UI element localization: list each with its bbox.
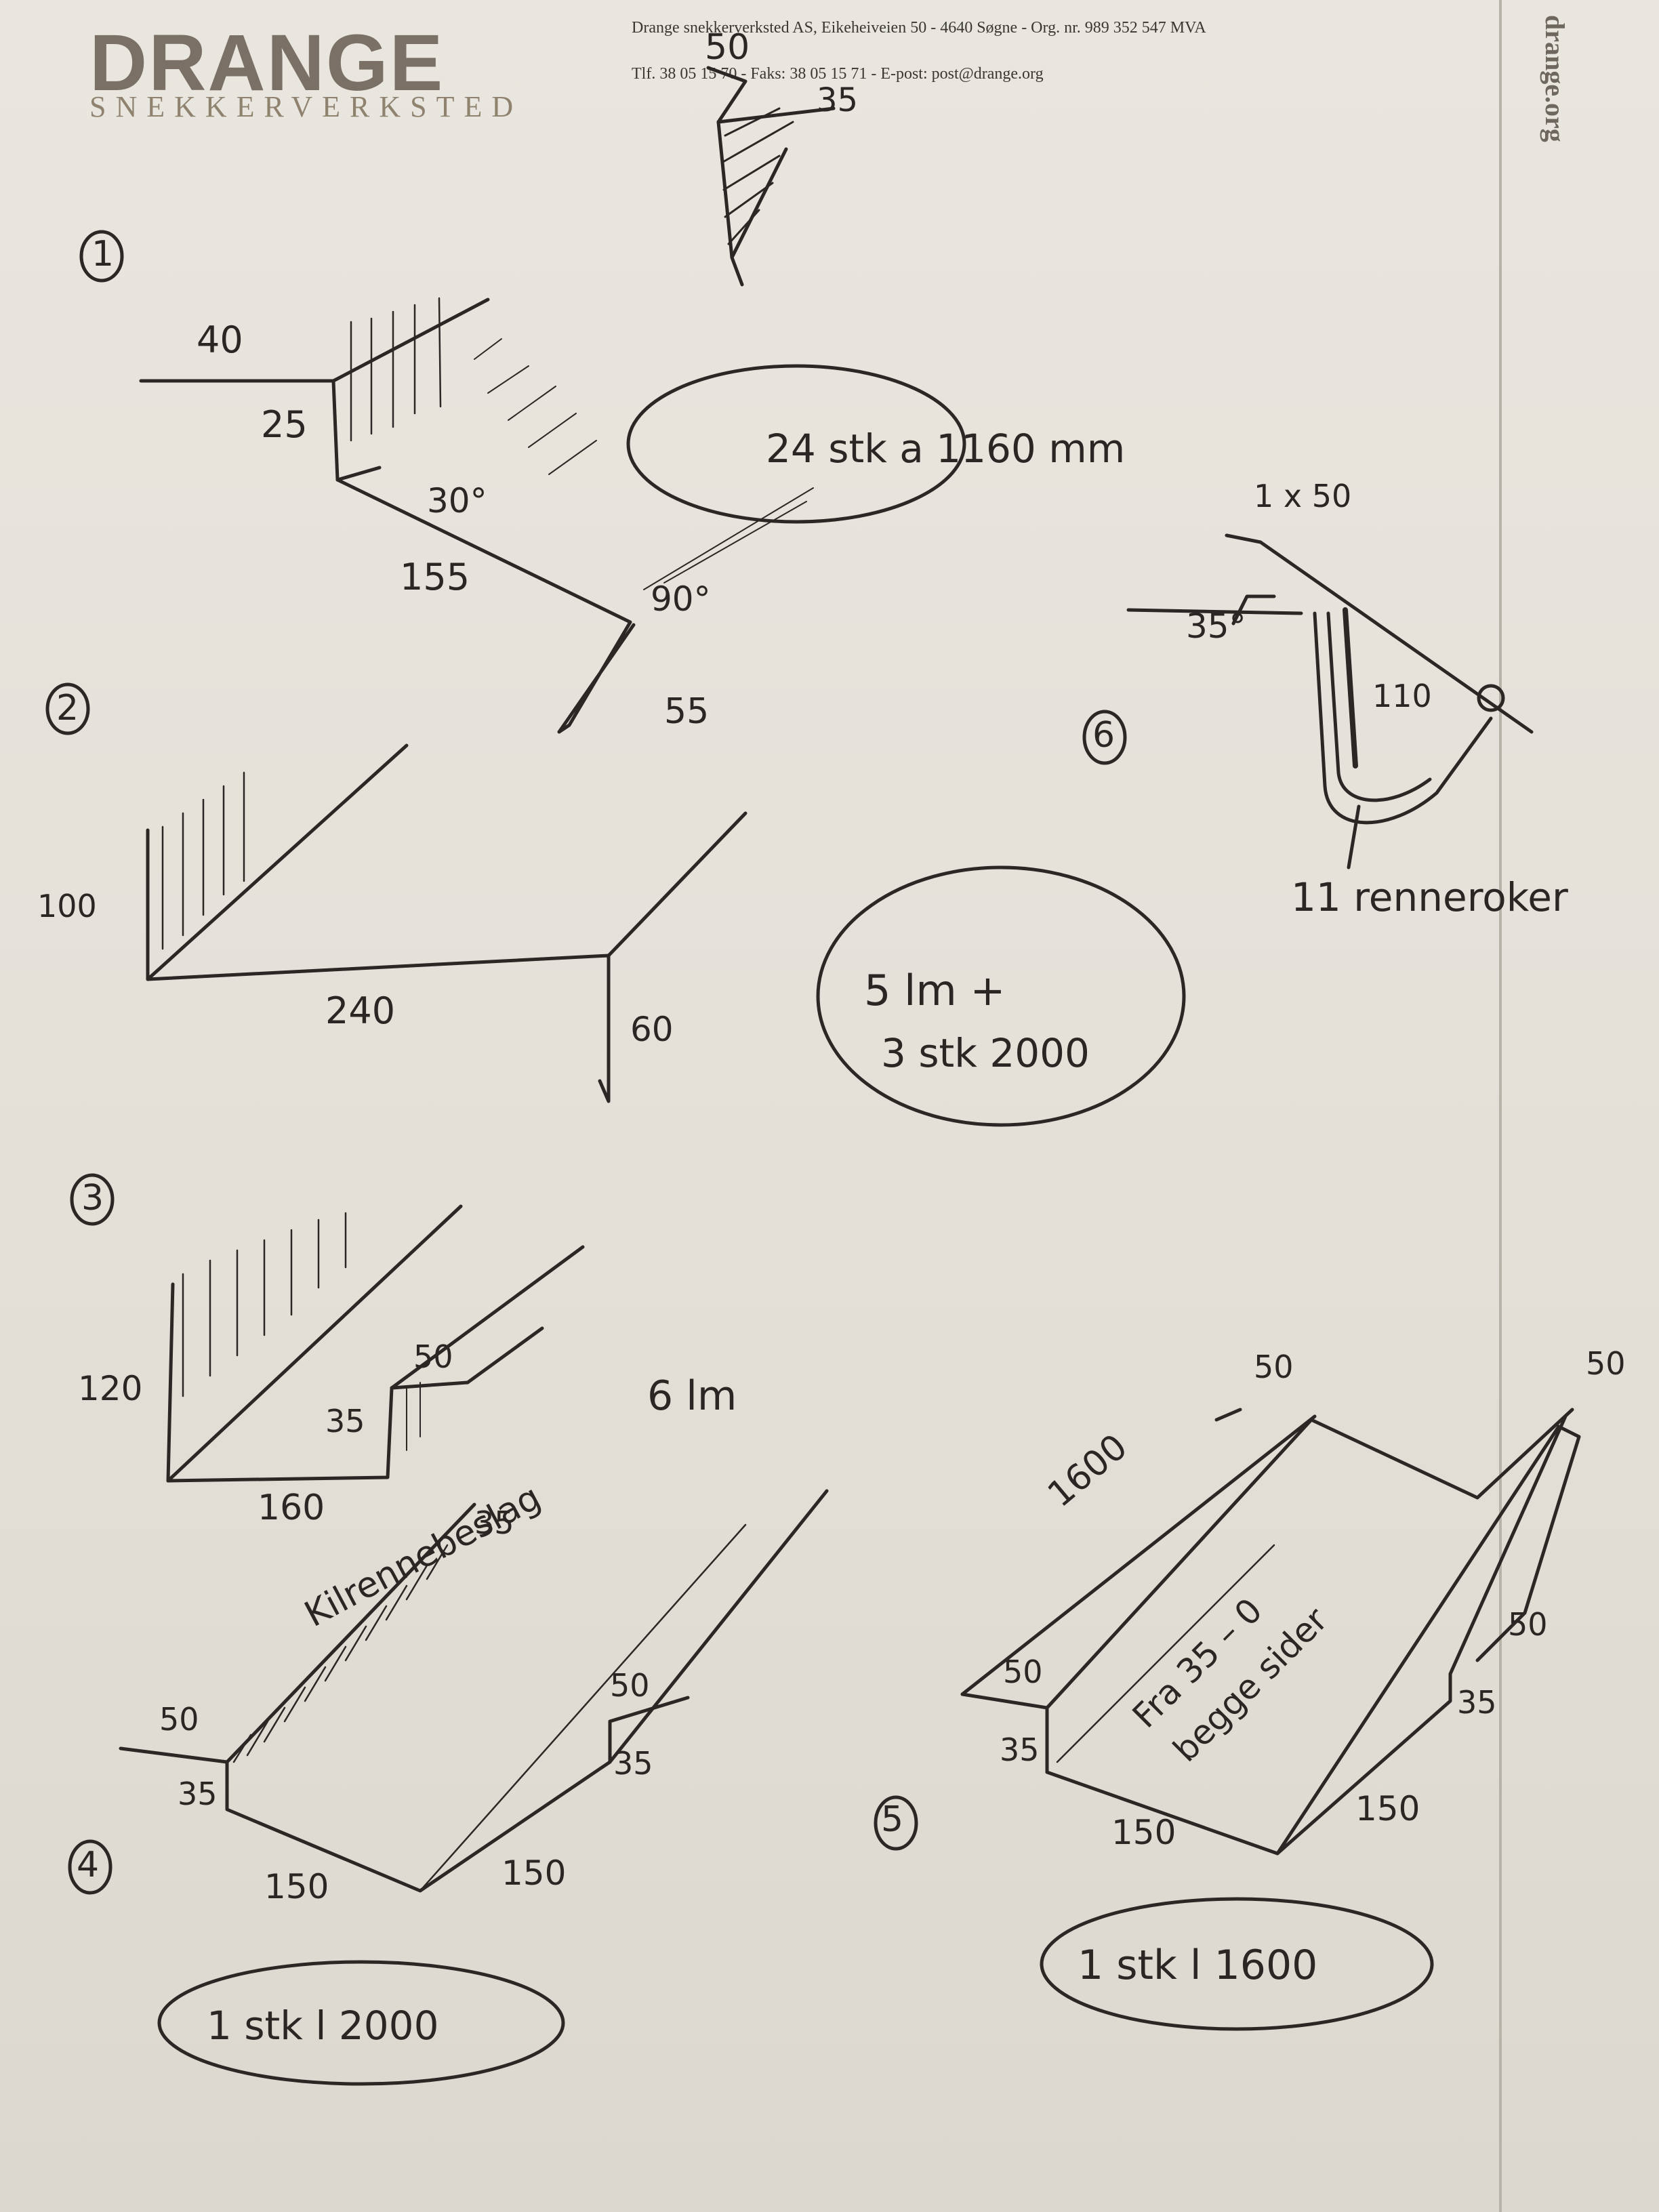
top-sketch-label-35: 35	[817, 81, 859, 119]
item1-quantity-note: 24 stk a 1160 mm	[766, 426, 1126, 472]
item6-dim-1x50: 1 x 50	[1254, 478, 1352, 514]
item5-quantity-note: 1 stk l 1600	[1078, 1942, 1318, 1989]
item3-dim-160: 160	[258, 1488, 325, 1528]
item6-dim-110: 110	[1372, 678, 1432, 714]
item1-dim-90deg: 90°	[651, 579, 711, 619]
item1-dim-55: 55	[664, 691, 710, 732]
item4-dim-50-right: 50	[610, 1667, 650, 1704]
item4-dim-150-left: 150	[264, 1867, 329, 1906]
item3-dim-50: 50	[413, 1338, 453, 1375]
top-sketch-label-50: 50	[705, 27, 750, 68]
top-scribble-sketch	[706, 66, 836, 287]
item1-dim-155: 155	[400, 556, 470, 598]
profile-2-drawing	[45, 682, 1186, 1127]
company-logo: DRANGE	[89, 18, 445, 108]
company-logo-subtitle: SNEKKERVERKSTED	[89, 90, 523, 123]
item5-dim-50-top: 50	[1254, 1349, 1294, 1385]
item5-dim-50-far: 50	[1586, 1345, 1626, 1382]
item1-dim-30deg: 30°	[427, 481, 487, 520]
item5-dim-150-right: 150	[1355, 1789, 1420, 1828]
profile-5-drawing	[874, 1408, 1581, 2031]
item6-quantity-note: 11 renneroker	[1291, 874, 1568, 920]
item4-dim-35-top: 35	[474, 1504, 514, 1541]
item3-length-note: 6 lm	[647, 1372, 737, 1420]
item4-quantity-note: 1 stk l 2000	[207, 2003, 439, 2049]
profile-3-drawing	[70, 1173, 585, 1483]
item3-dim-35: 35	[325, 1403, 365, 1439]
item2-note-line2: 3 stk 2000	[881, 1030, 1090, 1076]
item2-dim-60: 60	[630, 1010, 674, 1049]
item2-dim-240: 240	[325, 989, 396, 1032]
item4-dim-35-left: 35	[178, 1776, 218, 1812]
item2-note-line1: 5 lm +	[864, 966, 1006, 1015]
item2-dim-100: 100	[37, 888, 97, 924]
paper-margin-line	[1499, 0, 1502, 2212]
profile-6-drawing	[1082, 533, 1534, 869]
item6-number: 6	[1092, 715, 1115, 756]
item5-dim-50-left: 50	[1003, 1654, 1043, 1690]
item5-dim-35-left: 35	[1000, 1732, 1040, 1768]
item5-dim-35-right: 35	[1457, 1684, 1497, 1721]
item5-number: 5	[881, 1799, 904, 1840]
item1-number: 1	[91, 234, 115, 274]
profile-4-drawing	[68, 1489, 829, 2086]
item3-number: 3	[81, 1178, 104, 1218]
letterhead-contact: Tlf. 38 05 15 70 - Faks: 38 05 15 71 - E…	[632, 65, 1044, 83]
letterhead-address: Drange snekkerverksted AS, Eikeheiveien …	[632, 19, 1206, 37]
profile-1-drawing	[79, 230, 966, 734]
item1-dim-40: 40	[197, 319, 243, 361]
item4-number: 4	[77, 1845, 100, 1885]
item5-dim-150-left: 150	[1111, 1813, 1176, 1852]
item4-dim-35-right: 35	[613, 1745, 653, 1782]
item4-dim-150-right: 150	[501, 1853, 567, 1893]
item5-dim-50-right: 50	[1508, 1606, 1548, 1643]
item6-dim-35deg: 35°	[1186, 607, 1246, 646]
item3-dim-120: 120	[78, 1369, 143, 1408]
item1-dim-25: 25	[261, 403, 308, 446]
item2-number: 2	[56, 688, 79, 729]
item4-dim-50-left: 50	[159, 1701, 199, 1738]
